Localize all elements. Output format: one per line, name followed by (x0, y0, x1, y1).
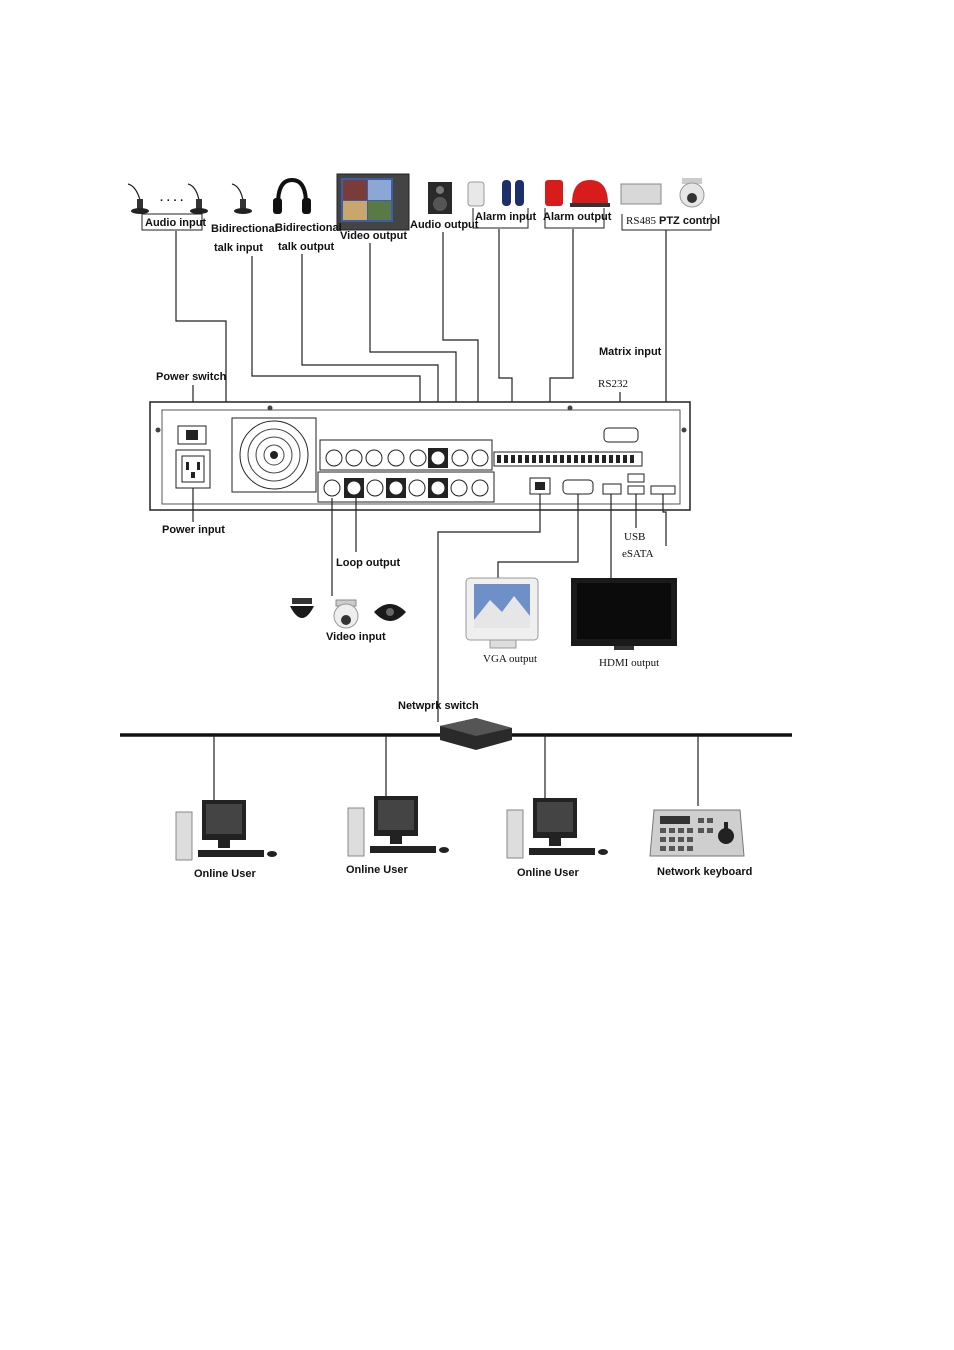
alarm-sensor-icon (467, 180, 524, 207)
microphone-icon (187, 183, 208, 214)
audio-input-label: Audio input (145, 217, 206, 229)
ptz-camera-icon (333, 599, 359, 629)
alarm-output-bracket (544, 208, 605, 229)
online-user-label-1: Online User (194, 868, 256, 880)
svg-text:· · · ·: · · · · (160, 195, 184, 207)
vga-output-label: VGA output (483, 653, 537, 665)
video-input-label: Video input (326, 631, 386, 643)
esata-label: eSATA (622, 548, 654, 560)
vga-output-wire (497, 494, 579, 578)
usb-label: USB (624, 531, 645, 543)
pc-workstation-icon (347, 796, 449, 857)
siren-icon (545, 180, 610, 207)
audio-input-bracket (141, 213, 203, 231)
audio-input-wire (175, 231, 227, 456)
network-switch-label: Netwprk switch (398, 700, 479, 712)
network-keyboard-label: Network keyboard (657, 866, 752, 878)
power-switch-label: Power switch (156, 371, 227, 383)
bidir-talk-input-label-2: talk input (214, 242, 263, 254)
alarm-input-bracket (472, 208, 529, 229)
network-wire (437, 494, 541, 722)
network-switch-icon (440, 718, 512, 750)
lcd-tv-icon (571, 578, 677, 650)
bidir-talk-input-label-1: Bidirectional (211, 223, 278, 235)
crt-monitor-icon (465, 577, 539, 649)
video-output-label: Video output (340, 230, 407, 242)
pc-workstation-icon (175, 800, 277, 861)
loop-output-label: Loop output (336, 557, 400, 569)
audio-output-wire (442, 232, 479, 448)
bidir-talk-output-label-2: talk output (278, 241, 335, 253)
rs485-device-icon (620, 183, 662, 205)
pc-workstation-icon (506, 798, 608, 859)
speaker-icon (428, 182, 452, 214)
crt-monitor-icon (336, 173, 410, 231)
microphone-icon (231, 183, 252, 214)
headphones-icon (273, 177, 311, 214)
alarm-output-label: Alarm output (543, 211, 612, 223)
audio-output-label: Audio output (410, 219, 479, 231)
matrix-input-label: Matrix input (599, 346, 662, 358)
dvr-rear-panel (149, 401, 691, 511)
online-user-label-3: Online User (517, 867, 579, 879)
online-user-label-2: Online User (346, 864, 408, 876)
ptz-control-label: PTZ control (659, 215, 720, 227)
ptz-keyboard-icon (649, 809, 745, 857)
microphone-icon (127, 183, 149, 214)
esata-wire (662, 494, 667, 546)
rs485-label: RS485 (626, 215, 656, 227)
power-input-label: Power input (162, 524, 225, 536)
rs232-label: RS232 (598, 378, 628, 390)
ptz-camera-icon (679, 178, 705, 208)
alarm-input-label: Alarm input (475, 211, 536, 223)
video-output-wire (369, 243, 457, 448)
hdmi-output-label: HDMI output (599, 657, 659, 669)
bidir-talk-output-label-1: Bidirectional (275, 222, 342, 234)
dome-camera-icon (374, 604, 406, 621)
dome-camera-icon (290, 598, 314, 618)
